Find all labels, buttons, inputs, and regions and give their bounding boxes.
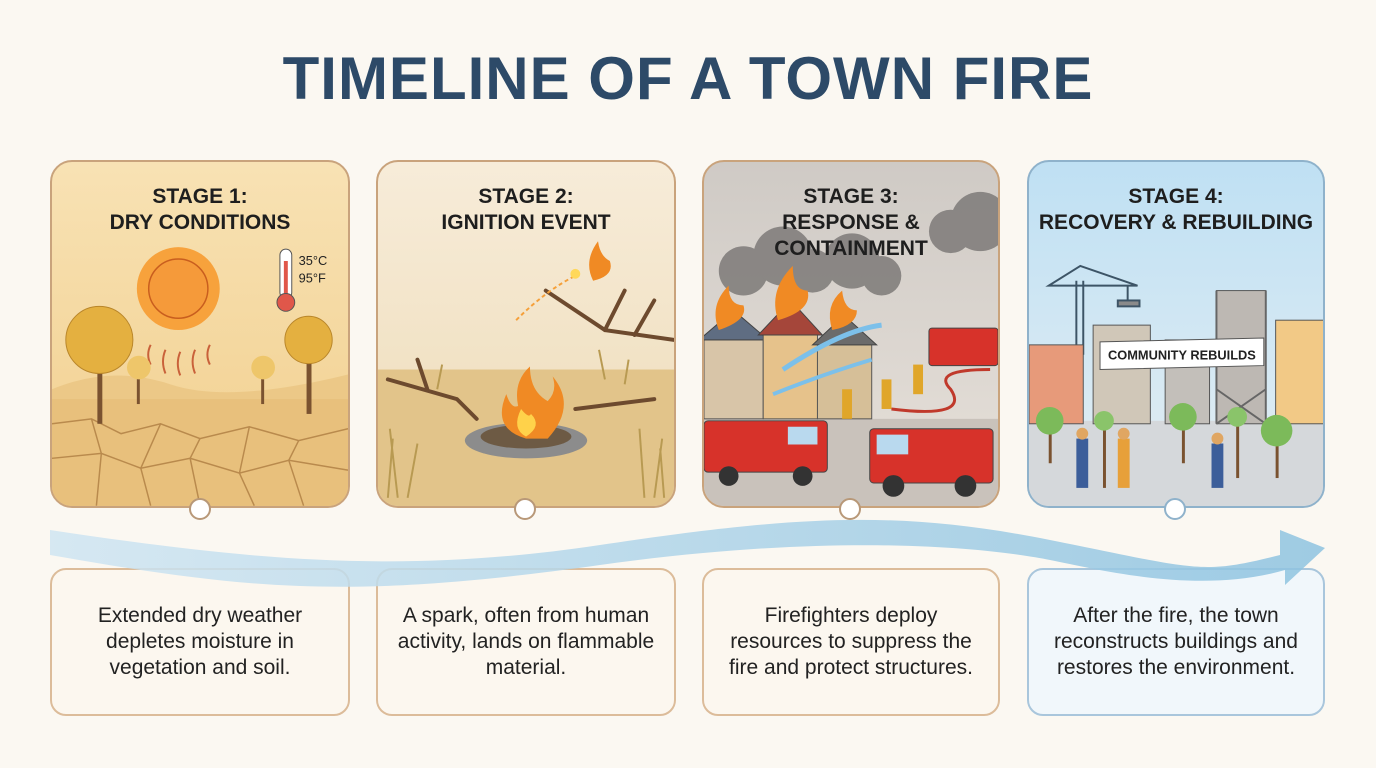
temperature-fahrenheit: 95°F: [299, 271, 326, 286]
stage-2-marker[interactable]: [514, 498, 536, 520]
spark-icon: [570, 268, 581, 279]
stage-1-heading: STAGE 1:DRY CONDITIONS: [109, 185, 291, 234]
dry-grass: [386, 349, 666, 498]
cracked-ground: [52, 418, 348, 506]
temperature-celsius: 35°C: [299, 253, 328, 268]
stage-3-heading: STAGE 3:RESPONSE & CONTAINMENT: [774, 185, 928, 260]
rebuilding-illustration: COMMUNITY REBUILDS: [1029, 264, 1323, 506]
timeline-arrow[interactable]: [0, 500, 1376, 610]
stage-4-card: STAGE 4:RECOVERY & REBUILDING COMMUNITY …: [1027, 160, 1325, 508]
campfire-icon: [464, 366, 588, 459]
community-rebuilds-banner: COMMUNITY REBUILDS: [1099, 337, 1265, 371]
stage-1-description: Extended dry weather depletes moisture i…: [50, 568, 350, 716]
ignition-illustration: [378, 241, 674, 506]
workers: [1076, 427, 1224, 488]
flames: [715, 265, 857, 331]
stage-3-card: STAGE 3:RESPONSE & CONTAINMENT: [702, 160, 1000, 508]
burning-houses: [704, 299, 878, 420]
stage-2-description: A spark, often from human activity, land…: [376, 568, 676, 716]
fire-truck-icon: [704, 327, 998, 497]
stage-1-marker[interactable]: [189, 498, 211, 520]
dead-branches: [385, 288, 674, 421]
timeline-wave: [50, 519, 1325, 587]
stage-3-marker[interactable]: [839, 498, 861, 520]
stage-4-marker[interactable]: [1164, 498, 1186, 520]
svg-text:COMMUNITY REBUILDS: COMMUNITY REBUILDS: [1108, 348, 1256, 363]
stage-3-description: Firefighters deploy resources to suppres…: [702, 568, 1000, 716]
stage-2-heading: STAGE 2:IGNITION EVENT: [441, 185, 611, 234]
stage-1-card: STAGE 1:DRY CONDITIONS 35°C 95°F: [50, 160, 350, 508]
dry-conditions-illustration: 35°C 95°F: [52, 247, 348, 506]
stage-2-card: STAGE 2:IGNITION EVENT: [376, 160, 676, 508]
tree-icon: [65, 305, 333, 424]
firefighter-icons: [842, 364, 924, 419]
crane-icon: [1045, 264, 1141, 355]
smoke: [718, 191, 998, 296]
trees: [1035, 403, 1293, 488]
page-title: TIMELINE OF A TOWN FIRE: [282, 45, 1094, 112]
stage-4-description: After the fire, the town reconstructs bu…: [1027, 568, 1325, 716]
firefighting-illustration: [704, 191, 998, 506]
stage-4-heading: STAGE 4:RECOVERY & REBUILDING: [1038, 185, 1314, 234]
sun-icon: [136, 247, 220, 331]
thermometer-icon: [276, 248, 296, 312]
